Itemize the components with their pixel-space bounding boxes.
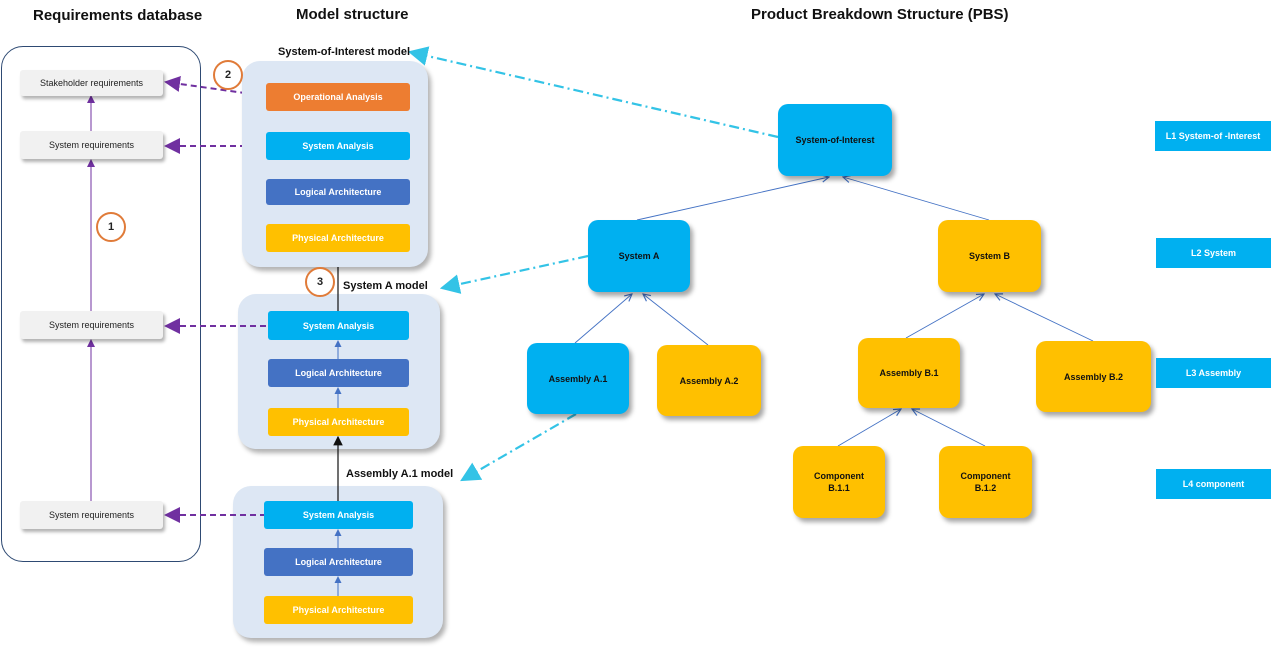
assembly-a1-physical-architecture: Physical Architecture: [264, 596, 413, 624]
assembly-a1-logical-architecture: Logical Architecture: [264, 548, 413, 576]
header-requirements-database: Requirements database: [33, 7, 203, 24]
soi-operational-analysis: Operational Analysis: [266, 83, 410, 111]
system-requirements-soi: System requirements: [20, 131, 163, 159]
pbs-node-system-of-interest: System-of-Interest: [778, 104, 892, 176]
level-label-l1: L1 System-of -Interest: [1155, 121, 1271, 151]
system-a-system-analysis: System Analysis: [268, 311, 409, 340]
soi-system-analysis: System Analysis: [266, 132, 410, 160]
pbs-node-system-a: System A: [588, 220, 690, 292]
soi-logical-architecture: Logical Architecture: [266, 179, 410, 205]
stakeholder-requirements: Stakeholder requirements: [20, 70, 163, 96]
assembly-a1-system-analysis: System Analysis: [264, 501, 413, 529]
callout-3: 3: [305, 267, 335, 297]
soi-physical-architecture: Physical Architecture: [266, 224, 410, 252]
pbs-node-system-b: System B: [938, 220, 1041, 292]
callout-2: 2: [213, 60, 243, 90]
system-requirements-assembly-a1: System requirements: [20, 501, 163, 529]
pbs-node-assembly-a1: Assembly A.1: [527, 343, 629, 414]
pbs-node-component-b12: Component B.1.2: [939, 446, 1032, 518]
pbs-node-assembly-a2: Assembly A.2: [657, 345, 761, 416]
system-a-logical-architecture: Logical Architecture: [268, 359, 409, 387]
soi-model-title: System-of-Interest model: [278, 46, 411, 58]
callout-1: 1: [96, 212, 126, 242]
pbs-node-assembly-b1: Assembly B.1: [858, 338, 960, 408]
pbs-to-model-links: [407, 46, 779, 482]
level-label-l2: L2 System: [1156, 238, 1271, 268]
level-label-l4: L4 component: [1156, 469, 1271, 499]
pbs-node-component-b11: Component B.1.1: [793, 446, 885, 518]
header-pbs: Product Breakdown Structure (PBS): [751, 6, 1009, 23]
model-to-requirement-links: [164, 76, 267, 523]
system-a-model-title: System A model: [343, 280, 428, 292]
level-label-l3: L3 Assembly: [1156, 358, 1271, 388]
system-requirements-system-a: System requirements: [20, 311, 163, 339]
assembly-a1-model-title: Assembly A.1 model: [346, 468, 454, 480]
header-model-structure: Model structure: [296, 6, 409, 23]
pbs-tree-lines: [574, 177, 1094, 447]
system-a-physical-architecture: Physical Architecture: [268, 408, 409, 436]
pbs-node-assembly-b2: Assembly B.2: [1036, 341, 1151, 412]
